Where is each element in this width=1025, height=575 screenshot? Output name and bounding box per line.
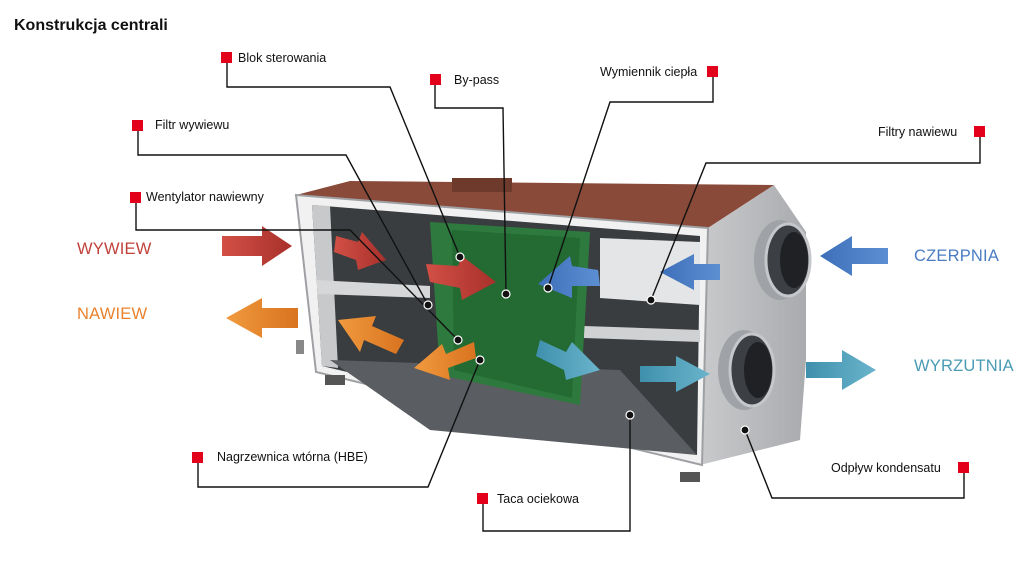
arrow-wyrzutnia-inside-1: [640, 356, 710, 392]
flow-label-wywiew: WYWIEW: [77, 240, 152, 258]
leader-nagrzewnica: [197, 359, 481, 488]
label-nagrzewnica: Nagrzewnica wtórna (HBE): [217, 450, 368, 464]
arrow-wywiew-inside-2: [426, 256, 496, 300]
diagram-title: Konstrukcja centrali: [14, 17, 168, 34]
arrow-czerpnia-inside-2: [538, 256, 600, 298]
marker-filtr-wywiewu: [132, 120, 143, 131]
duct-wyrzutnia: [718, 330, 776, 410]
duct-czerpnia: [754, 220, 812, 300]
label-by-pass: By-pass: [454, 73, 500, 87]
marker-odplyw: [958, 462, 969, 473]
label-wymiennik: Wymiennik ciepła: [600, 65, 698, 79]
leader-wymiennik: [547, 72, 714, 289]
point-wentylator: [453, 335, 463, 345]
marker-wentylator: [130, 192, 141, 203]
leader-filtry-nawiewu: [650, 132, 981, 301]
leader-by-pass: [434, 80, 507, 295]
point-filtry-nawiewu: [646, 295, 656, 305]
label-filtr-wywiewu: Filtr wywiewu: [155, 118, 230, 132]
leader-blok-sterowania: [226, 58, 461, 258]
point-odplyw: [740, 425, 750, 435]
arrow-czerpnia-outside: [820, 236, 888, 276]
arrow-nawiew-inside-2: [414, 342, 476, 380]
arrow-nawiew-inside-1: [338, 316, 404, 354]
marker-blok-sterowania: [221, 52, 232, 63]
marker-by-pass: [430, 74, 441, 85]
point-wymiennik: [543, 283, 553, 293]
label-filtry-nawiewu: Filtry nawiewu: [878, 125, 958, 139]
arrow-wywiew-outside: [222, 226, 292, 266]
arrow-wywiew-inside-1: [334, 232, 386, 270]
marker-filtry-nawiewu: [974, 126, 985, 137]
arrow-wyrzutnia-outside: [806, 350, 876, 390]
marker-nagrzewnica: [192, 452, 203, 463]
arrow-nawiew-outside: [226, 298, 298, 338]
marker-taca: [477, 493, 488, 504]
flow-label-nawiew: NAWIEW: [77, 305, 148, 323]
leader-taca: [482, 415, 631, 532]
leader-filtr-wywiewu: [137, 126, 429, 306]
flow-label-czerpnia: CZERPNIA: [914, 247, 1000, 265]
arrow-czerpnia-inside-1: [660, 254, 720, 290]
arrow-wyrzutnia-inside-2: [536, 340, 600, 380]
point-by-pass: [501, 289, 511, 299]
point-taca: [625, 410, 635, 420]
marker-wymiennik: [707, 66, 718, 77]
leader-odplyw: [744, 429, 965, 499]
point-nagrzewnica: [475, 355, 485, 365]
label-odplyw: Odpływ kondensatu: [831, 461, 941, 475]
point-filtr-wywiewu: [423, 300, 433, 310]
label-wentylator: Wentylator nawiewny: [146, 190, 264, 204]
leader-wentylator: [135, 198, 459, 341]
label-blok-sterowania: Blok sterowania: [238, 51, 327, 65]
label-taca: Taca ociekowa: [497, 492, 579, 506]
flow-label-wyrzutnia: WYRZUTNIA: [914, 357, 1014, 375]
point-blok-sterowania: [455, 252, 465, 262]
